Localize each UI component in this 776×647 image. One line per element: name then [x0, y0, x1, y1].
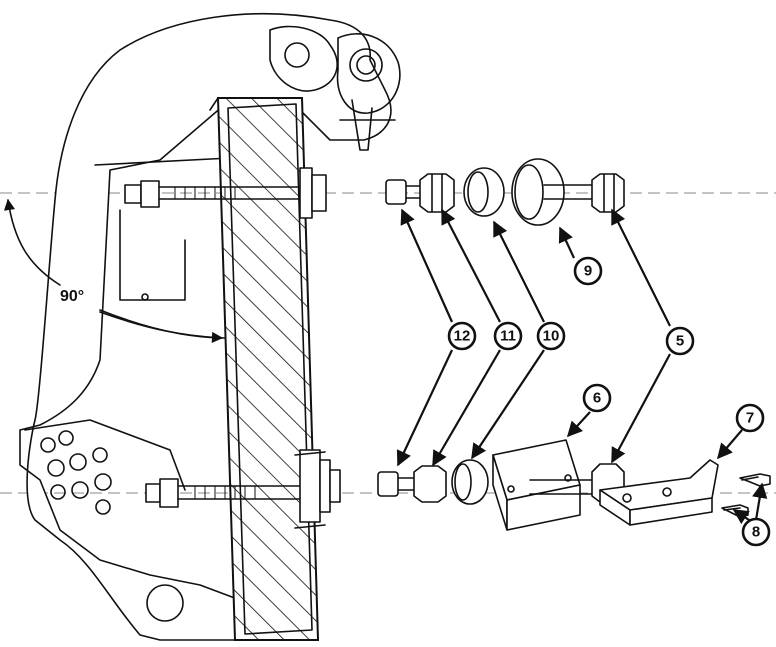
transom-board — [209, 97, 320, 641]
screws — [721, 473, 771, 518]
motor-bracket — [19, 13, 401, 641]
angle-label: 90° — [60, 288, 84, 305]
callout-5-label: 5 — [676, 333, 684, 350]
upper-installed-bolt — [124, 167, 327, 219]
mounting-bracket-plate — [599, 459, 719, 526]
callout-8-label: 8 — [752, 524, 760, 541]
callout-9-label: 9 — [584, 263, 592, 280]
callout-10-label: 10 — [543, 328, 560, 345]
callout-7-label: 7 — [746, 410, 754, 427]
callout-8: 8 — [741, 517, 771, 547]
callout-6: 6 — [582, 383, 612, 413]
angle-indicator — [3, 198, 224, 344]
callout-12-label: 12 — [454, 328, 471, 345]
callout-11-label: 11 — [500, 328, 516, 345]
callout-5: 5 — [665, 326, 695, 356]
callout-7: 7 — [735, 403, 765, 433]
upper-exploded-hardware — [385, 158, 625, 226]
callout-10: 10 — [536, 321, 566, 351]
callout-9: 9 — [573, 256, 603, 286]
centerlines — [0, 192, 776, 494]
callout-6-label: 6 — [593, 390, 601, 407]
callout-11: 11 — [493, 321, 523, 351]
callout-12: 12 — [447, 321, 477, 351]
lower-exploded-hardware — [377, 439, 625, 531]
lower-installed-bolt — [145, 449, 341, 529]
